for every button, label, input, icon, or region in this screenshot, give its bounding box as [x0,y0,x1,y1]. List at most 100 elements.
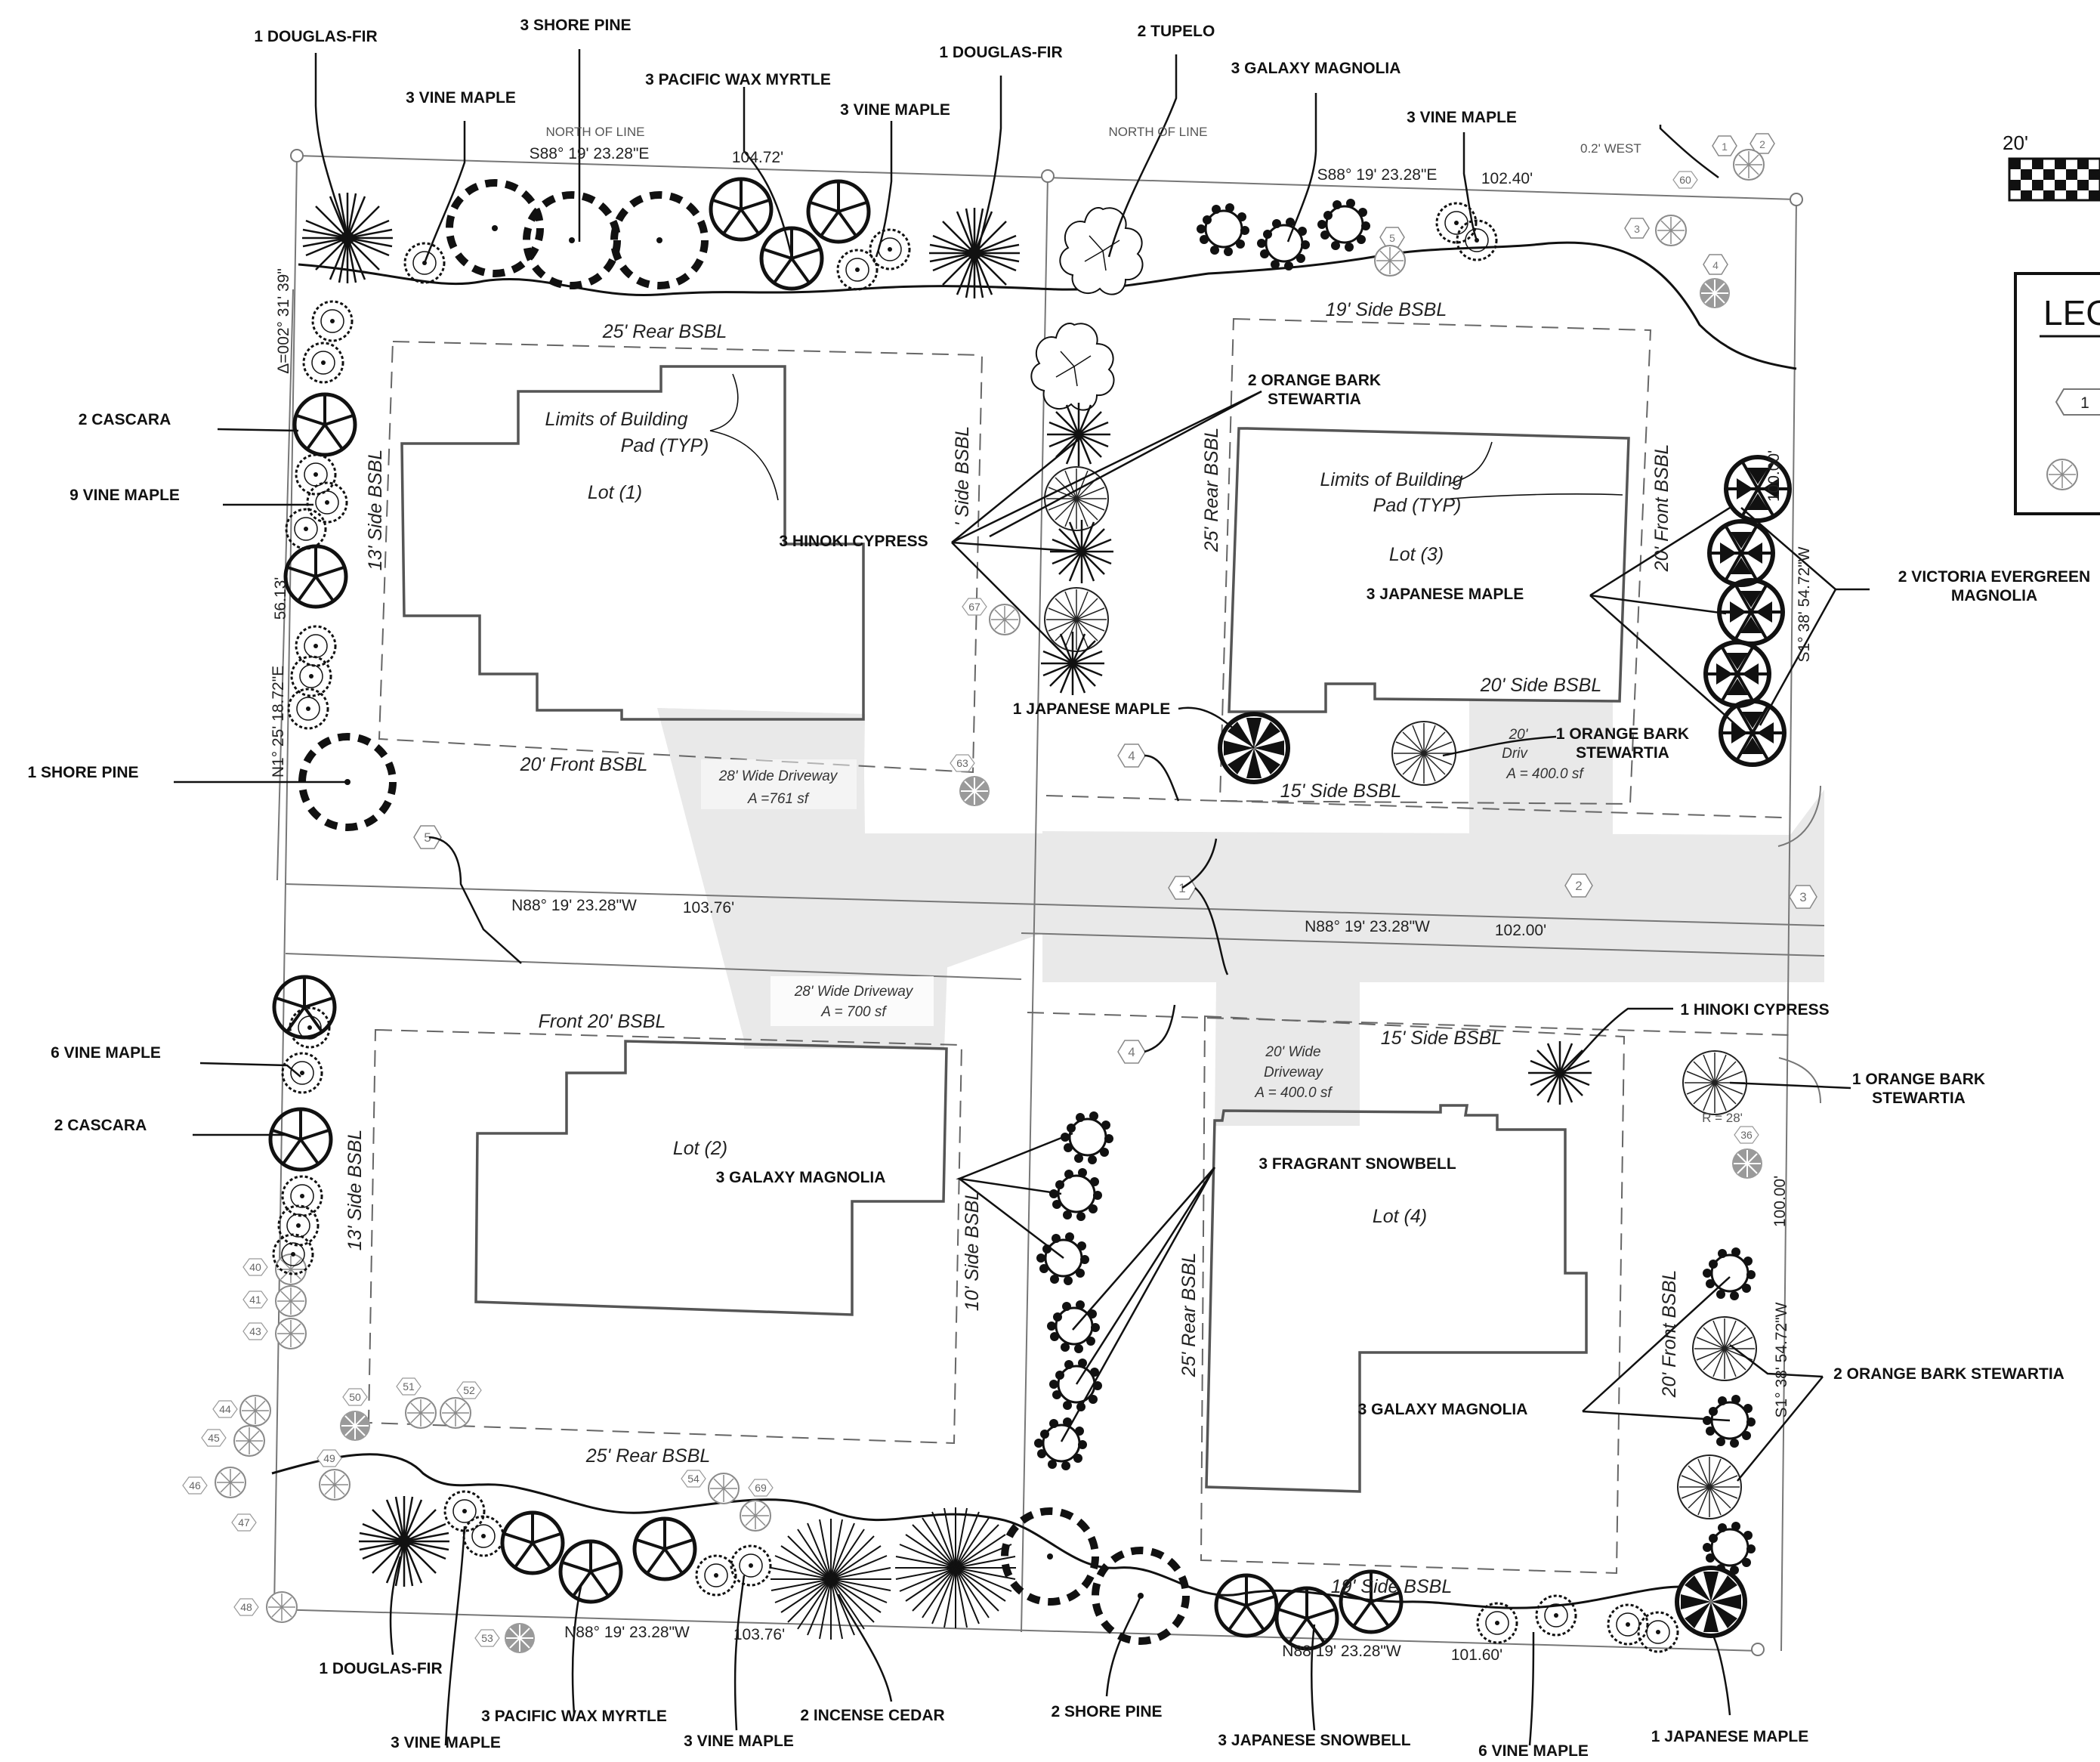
survey-note: 0.2' WEST [1580,141,1641,156]
svg-text:36: 36 [1740,1129,1753,1141]
planting-incense-cedar [770,1507,1017,1640]
callout-hinoki-cypress-1: 1 HINOKI CYPRESS [1680,1001,1829,1019]
callout-galaxy-magnolia-3b: 3 GALAXY MAGNOLIA [716,1169,886,1186]
distance-label: 102.40' [1481,170,1533,187]
planting-orange-bark-stewartia [1044,466,1757,1519]
setback-lines [367,317,1791,1575]
svg-text:51: 51 [403,1380,415,1393]
svg-text:2: 2 [1759,138,1765,150]
callout-shore-pine-2: 2 SHORE PINE [1051,1703,1162,1720]
lot-label: Lot (2) [673,1138,727,1159]
callout-hinoki-cypress-3: 3 HINOKI CYPRESS [779,533,928,550]
setback-label: 25' Rear BSBL [585,1445,711,1467]
callout-vine-maple-6b: 6 VINE MAPLE [1478,1742,1589,1760]
driveway-note: A = 700 sf [820,1004,887,1020]
setback-label: 15' Side BSBL [1280,781,1401,802]
survey-note: NORTH OF LINE [546,125,645,139]
driveway-note: Driv [1502,746,1528,762]
svg-text:67: 67 [968,601,981,613]
driveway-note: Driveway [1264,1065,1324,1080]
distance-label: 100.00' [1765,450,1783,502]
pad-note-arrows [709,373,1623,501]
setback-label: 19' Side BSBL [1331,1576,1452,1597]
svg-text:48: 48 [240,1601,252,1613]
svg-text:2: 2 [1575,879,1582,893]
leader-lines [174,49,1870,1746]
driveway-note: A = 400.0 sf [1254,1085,1333,1101]
svg-text:4: 4 [1128,1045,1135,1059]
callout-pacific-wax-myrtle-3: 3 PACIFIC WAX MYRTLE [645,71,831,88]
callout-orange-bark-stewartia-1c: 1 ORANGE BARK [1852,1071,1985,1088]
bearing-label: N1° 25' 18.72"E [270,666,287,777]
driveway-note: 20' [1509,727,1529,743]
callout-vine-maple-9: 9 VINE MAPLE [69,487,180,504]
svg-text:69: 69 [755,1482,767,1494]
setback-label: 20' Front BSBL [1651,444,1672,573]
callout-vine-maple-6a: 6 VINE MAPLE [51,1044,161,1062]
svg-text:46: 46 [189,1479,201,1492]
curve-label: Δ=002° 31' 39" [275,268,292,374]
svg-text:4: 4 [1712,259,1719,271]
callout-shore-pine-1: 1 SHORE PINE [27,764,138,781]
svg-text:45: 45 [208,1432,220,1444]
distance-label: 103.76' [733,1626,785,1643]
callout-victoria-evergreen-magnolia-a: 2 VICTORIA EVERGREEN [1898,568,2090,586]
survey-note: NORTH OF LINE [1109,125,1208,139]
callout-douglas-fir-1b: 1 DOUGLAS-FIR [939,44,1062,61]
callout-orange-bark-stewartia-1b: STEWARTIA [1576,744,1669,762]
callout-tupelo-2: 2 TUPELO [1138,23,1215,40]
callout-shore-pine-3: 3 SHORE PINE [520,17,631,34]
callout-incense-cedar-2: 2 INCENSE CEDAR [800,1707,944,1724]
setback-label: 25' Rear BSBL [602,321,727,342]
site-keynote-tags: 60 67 63 36 40 41 43 44 45 46 47 48 49 5… [182,171,1759,1647]
callout-orange-bark-stewartia-2a: 2 ORANGE BARK [1248,372,1381,389]
callout-galaxy-magnolia-3c: 3 GALAXY MAGNOLIA [1358,1401,1528,1418]
setback-label: ' Side BSBL [952,426,973,527]
callout-vine-maple-3c: 3 VINE MAPLE [1407,109,1517,126]
driveway-note: 28' Wide Driveway [718,768,838,784]
legend-box: LEG 1 [2014,272,2100,515]
svg-text:41: 41 [249,1294,261,1306]
driveway-notes: 28' Wide Driveway A =761 sf 28' Wide Dri… [701,727,1584,1101]
callout-japanese-maple-1b: 1 JAPANESE MAPLE [1651,1728,1809,1745]
callout-victoria-evergreen-magnolia-b: MAGNOLIA [1951,587,2037,604]
svg-text:1: 1 [1178,881,1185,895]
svg-text:4: 4 [1128,749,1135,763]
setback-label: Front 20' BSBL [539,1011,666,1032]
setback-labels: 25' Rear BSBL 13' Side BSBL 20' Front BS… [344,299,1680,1597]
callout-orange-bark-stewartia-1d: STEWARTIA [1872,1090,1966,1107]
svg-text:47: 47 [238,1516,250,1529]
callout-vine-maple-3a: 3 VINE MAPLE [406,89,516,107]
setback-label: 13' Side BSBL [365,450,386,570]
lot-labels: Lot (1) Lot (2) Lot (3) Lot (4) Limits o… [545,409,1463,1227]
setback-label: 15' Side BSBL [1381,1028,1502,1049]
callout-orange-bark-stewartia-2c: 2 ORANGE BARK STEWARTIA [1833,1365,2064,1383]
curve-radius-label: R = 28' [1702,1111,1743,1125]
svg-text:49: 49 [323,1452,335,1464]
bearing-label: S88° 19' 23.28"E [530,145,650,162]
distance-label: 103.76' [683,899,734,917]
svg-text:60: 60 [1679,174,1691,186]
setback-label: 10' Side BSBL [962,1190,983,1311]
bearing-label: N88 19' 23.28"W [1282,1643,1401,1660]
svg-text:5: 5 [1389,232,1395,244]
legend-title: LEG [2043,293,2100,332]
scale-label: 20' [2003,131,2028,154]
callout-vine-maple-3e: 3 VINE MAPLE [684,1733,794,1750]
pad-note: Limits of Building [1320,469,1463,490]
svg-text:52: 52 [463,1384,475,1396]
distance-label: 101.60' [1451,1646,1502,1664]
svg-text:54: 54 [687,1473,699,1485]
bearing-label: S88° 19' 23.28"E [1317,166,1438,184]
callout-fragrant-snowbell-3: 3 FRAGRANT SNOWBELL [1258,1155,1456,1173]
setback-label: 25' Rear BSBL [1201,428,1222,553]
svg-text:5: 5 [424,830,431,845]
distance-label: 56.13' [272,577,289,620]
svg-text:63: 63 [956,757,968,769]
callout-cascara-2a: 2 CASCARA [79,411,171,428]
distance-label: 102.00' [1495,922,1546,939]
bearings-distances: S88° 19' 23.28"E 104.72' S88° 19' 23.28"… [270,125,1813,1664]
pad-note: Limits of Building [545,409,688,430]
svg-text:43: 43 [249,1325,261,1337]
bearing-label: N88° 19' 23.28"W [511,897,637,914]
